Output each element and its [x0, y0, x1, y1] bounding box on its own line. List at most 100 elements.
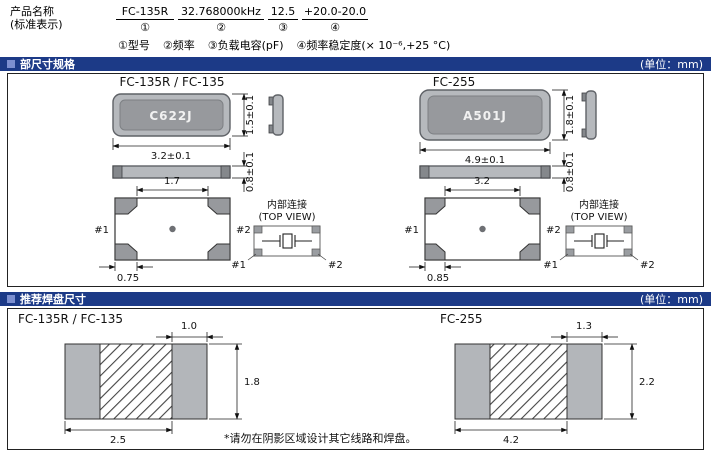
fc135-height-dimension: 1.5±0.1 — [232, 93, 256, 137]
fc255-center-mark — [479, 225, 486, 233]
fc135-thickness-dim-text: 0.8±0.1 — [245, 152, 256, 192]
fc255-pin2-label: #2 — [546, 225, 561, 236]
fc255-ipad-tl — [565, 225, 575, 234]
fc135-pad-br — [207, 243, 231, 261]
fc255-bottom-view: #1 #2 — [404, 197, 561, 261]
field-marker-4: ④ — [330, 21, 340, 34]
fc135-side-view — [112, 165, 231, 179]
fc135-lid — [119, 99, 224, 131]
keepout-note: *请勿在阴影区域设计其它线路和焊盘。 — [224, 431, 417, 445]
fc255-pad-br — [519, 243, 541, 261]
section-land-header: 推荐焊盘尺寸 (单位：mm) — [0, 292, 711, 306]
fc255-pad-gap-dimension: 3.2 — [444, 176, 521, 196]
model-value: FC-135R — [116, 5, 174, 20]
fc255-drawing: FC-255 A501J 1.8±0.1 4.9±0.1 — [404, 75, 655, 284]
fc135-end-body — [272, 94, 284, 136]
fc135-land-pad-left — [64, 343, 101, 420]
fc255-internal-view-label: (TOP VIEW) — [571, 212, 628, 223]
fc255-internal-box — [565, 225, 633, 257]
fc255-top-view: A501J — [419, 89, 551, 141]
fc255-land-width-dimension: 1.3 — [551, 321, 618, 342]
section-marker-icon — [7, 295, 15, 303]
fc255-marking: A501J — [463, 109, 507, 123]
fc135-pad-gap-dimension: 1.7 — [136, 176, 209, 196]
section-outline-title: 部尺寸规格 — [20, 58, 75, 71]
fc135-thickness-dimension: 0.8±0.1 — [232, 152, 256, 192]
fc255-land-pad-right — [566, 343, 603, 420]
fc135-width-dim-text: 3.2±0.1 — [151, 151, 191, 162]
section-land-title: 推荐焊盘尺寸 — [20, 293, 86, 306]
fc255-land-height-dim-text: 2.2 — [639, 377, 655, 388]
fc255-pad-gap-dim-text: 3.2 — [474, 176, 490, 187]
fc255-land-pad-left — [454, 343, 491, 420]
fc135-internal-label: 内部连接 — [267, 198, 307, 211]
fc255-pad-tl — [424, 197, 446, 215]
product-name-text: 产品名称 — [10, 5, 54, 18]
section-outline-header: 部尺寸规格 (单位：mm) — [0, 57, 711, 71]
fc135-land-height-dimension: 1.8 — [209, 343, 260, 420]
load-capacitance-value: 12.5 — [268, 5, 298, 20]
fc135-marking: C622J — [149, 109, 192, 123]
fc135-bottom-view: #1 #2 — [94, 197, 251, 261]
fc255-land-width-dim-text: 1.3 — [576, 321, 592, 332]
fc255-thickness-dimension: 0.8±0.1 — [552, 152, 576, 192]
fc255-pad-tr — [519, 197, 541, 215]
fc255-ipad-bl — [565, 248, 575, 257]
title-block: 产品名称 (标准表示) FC-135R 32.768000kHz 12.5 +2… — [0, 0, 711, 57]
fc135-center-mark — [169, 225, 176, 233]
fc255-pad-bl — [424, 243, 446, 261]
product-name-subtext: (标准表示) — [10, 18, 63, 31]
fc255-internal-pin2: #2 — [640, 260, 655, 271]
field-marker-2: ② — [216, 21, 226, 34]
fc255-end-view — [581, 90, 597, 140]
fc135-internal-pin2: #2 — [328, 260, 343, 271]
fc135-ipad-bl — [253, 248, 263, 257]
fc135-top-view: C622J — [112, 93, 231, 137]
fc255-side-view — [419, 165, 551, 179]
section-outline-unit: (单位：mm) — [639, 58, 703, 71]
fc255-width-dim-text: 4.9±0.1 — [465, 155, 505, 166]
land-pattern-panel: FC-135R / FC-135 1.0 1.8 2.5 FC-255 — [7, 308, 704, 450]
fc135-land-pitch-dimension: 2.5 — [64, 421, 173, 446]
fc255-width-dimension: 4.9±0.1 — [419, 142, 551, 166]
fc255-end-body — [585, 90, 597, 140]
fc135-pin1-label: #1 — [94, 225, 109, 236]
fc255-pad-width-dimension: 0.85 — [409, 262, 461, 284]
fc135-land-width-dimension: 1.0 — [156, 321, 223, 342]
fc135-ipad-tr — [311, 225, 321, 234]
fc135-crystal-symbol — [262, 233, 312, 249]
fc255-land-pitch-dimension: 4.2 — [454, 421, 568, 446]
fc255-title: FC-255 — [433, 75, 476, 89]
fc135-land-height-dim-text: 1.8 — [244, 377, 260, 388]
fc135-internal-box — [253, 225, 321, 257]
fc135-ipad-br — [311, 248, 321, 257]
fc135-pad-gap-dim-text: 1.7 — [164, 176, 180, 187]
fc255-internal-connection: 内部连接 (TOP VIEW) #1 #2 — [543, 198, 655, 271]
fc255-side-cap-left — [419, 165, 430, 179]
fc255-height-dimension: 1.8±0.1 — [552, 89, 576, 141]
fc135-title: FC-135R / FC-135 — [119, 75, 224, 89]
fc255-ipad-br — [623, 248, 633, 257]
fc255-land-pitch-dim-text: 4.2 — [503, 435, 519, 446]
product-name-label: 产品名称 (标准表示) — [10, 5, 63, 31]
legend-load-capacitance: ③负载电容(pF) — [207, 39, 284, 52]
fc255-keepout-area — [489, 343, 568, 420]
fc255-land-title: FC-255 — [440, 312, 483, 326]
fc135-pad-tl — [114, 197, 138, 215]
fc255-crystal-symbol — [574, 233, 624, 249]
legend-stability: ④频率稳定度(× 10⁻⁶,+25 °C) — [296, 39, 451, 52]
fc255-internal-pin1: #1 — [543, 260, 558, 271]
section-land-unit: (单位：mm) — [639, 293, 703, 306]
fc135-land-pattern: FC-135R / FC-135 1.0 1.8 2.5 — [18, 312, 260, 446]
field-marker-1: ① — [140, 21, 150, 34]
fc135-pad-tr — [207, 197, 231, 215]
frequency-value: 32.768000kHz — [178, 5, 264, 20]
fc135-width-dimension: 3.2±0.1 — [112, 138, 231, 162]
fc135-side-cap-right — [220, 165, 231, 179]
fc135-pad-bl — [114, 243, 138, 261]
fc135-internal-pin1: #1 — [231, 260, 246, 271]
stability-value: +20.0-20.0 — [302, 5, 368, 20]
fc135-land-pad-right — [171, 343, 208, 420]
land-pattern-drawing: FC-135R / FC-135 1.0 1.8 2.5 FC-255 — [18, 312, 655, 446]
